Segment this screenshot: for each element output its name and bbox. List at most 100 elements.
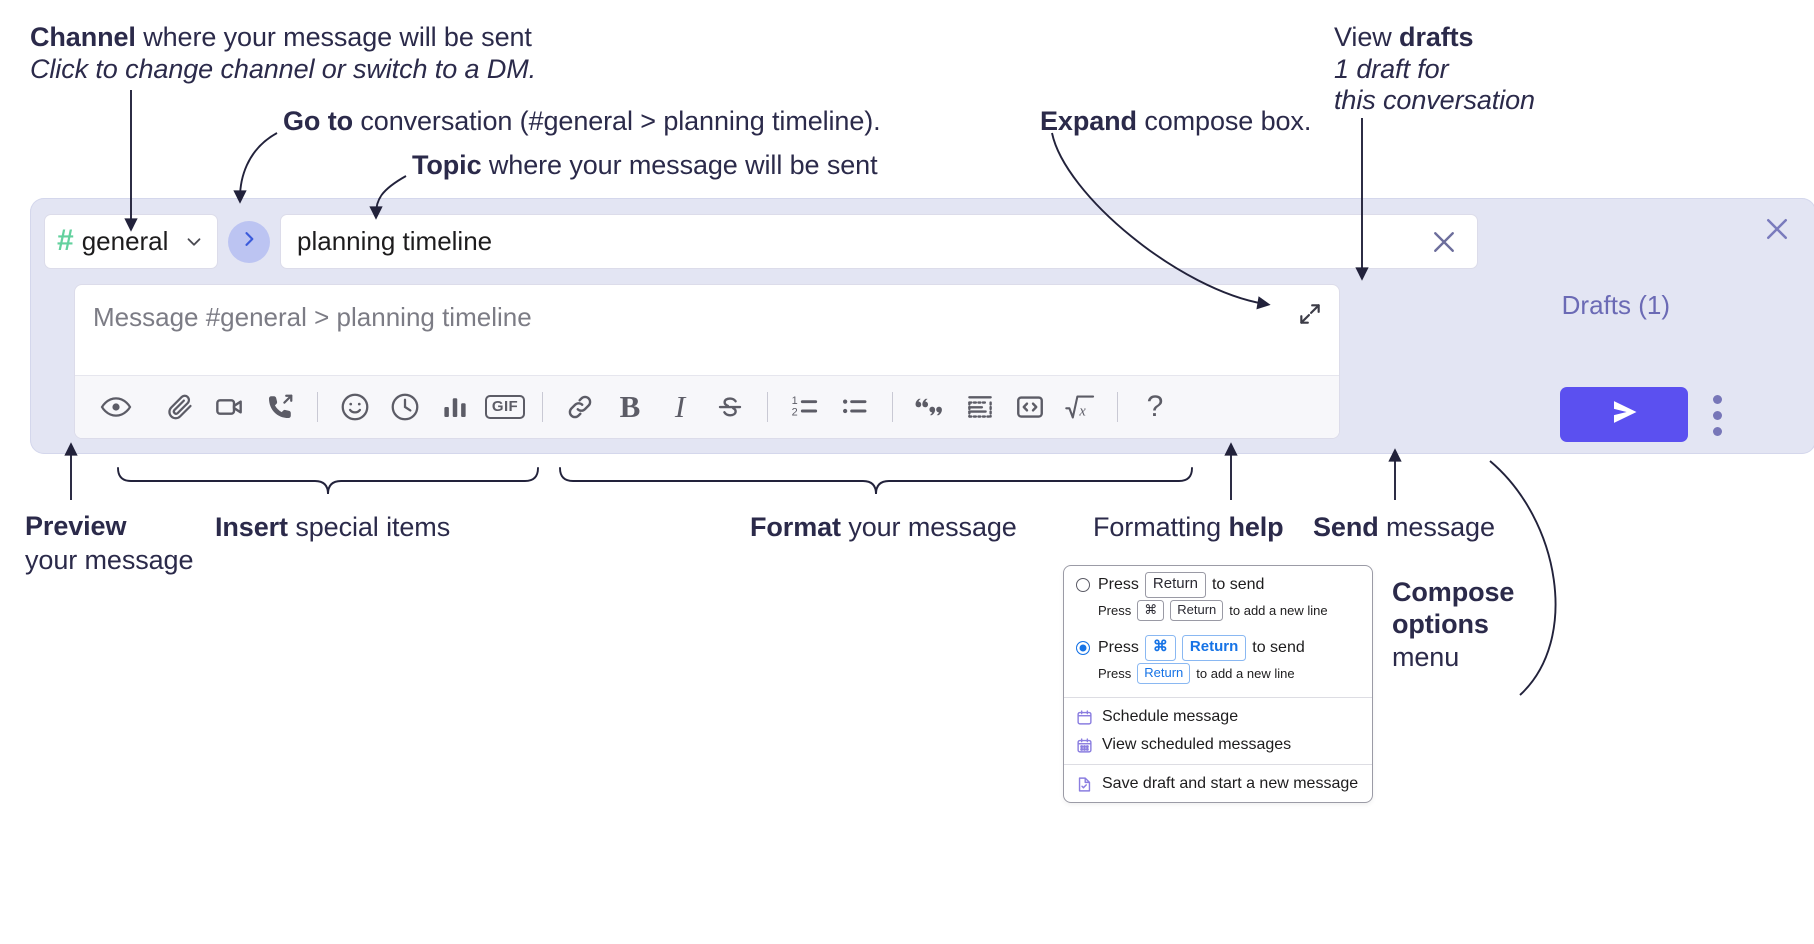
hash-icon: #	[57, 223, 74, 257]
chevron-right-icon	[239, 229, 259, 254]
close-icon[interactable]	[1760, 212, 1794, 246]
annotation-formatting-help: Formatting help	[1093, 512, 1284, 544]
ordered-list-icon[interactable]: 1 2	[780, 385, 830, 429]
annotation-goto-bold: Go to	[283, 106, 353, 136]
menu-item-label: View scheduled messages	[1102, 736, 1292, 753]
annotation-drafts: View drafts 1 draft for this conversatio…	[1334, 22, 1535, 117]
gif-label: GIF	[484, 395, 526, 419]
svg-text:2: 2	[792, 406, 798, 418]
compose-options-button[interactable]	[1702, 391, 1732, 439]
emoji-icon[interactable]	[330, 385, 380, 429]
option1-key-return: Return	[1144, 572, 1206, 598]
option1-sub-tail: to add a new line	[1229, 602, 1328, 618]
menu-divider	[1064, 764, 1372, 765]
channel-selector[interactable]: # general	[44, 214, 218, 269]
annotation-help-bold: help	[1228, 512, 1284, 542]
math-icon[interactable]: x	[1055, 385, 1105, 429]
option1-sub-press: Press	[1098, 602, 1132, 618]
option1-press: Press	[1098, 575, 1139, 593]
annotation-format-rest: your message	[840, 512, 1017, 542]
annotation-channel-rest: where your message will be sent	[135, 22, 532, 52]
svg-text:1: 1	[792, 395, 798, 407]
video-icon[interactable]	[205, 385, 255, 429]
option2-key-return: Return	[1181, 635, 1247, 661]
link-icon[interactable]	[555, 385, 605, 429]
annotation-goto-rest: conversation (#general > planning timeli…	[352, 106, 881, 136]
compose-header-row: # general planning timeline	[44, 214, 1478, 269]
topic-value: planning timeline	[297, 226, 493, 256]
option2-press: Press	[1098, 638, 1139, 656]
message-placeholder: Message #general > planning timeline	[93, 302, 532, 332]
topic-input[interactable]: planning timeline	[280, 214, 1478, 269]
toolbar-separator	[892, 392, 893, 422]
annotation-compose-options: Compose options menu	[1392, 576, 1514, 673]
go-to-conversation-button[interactable]	[228, 220, 270, 263]
annotation-compose-bold2: options	[1392, 609, 1489, 640]
toolbar-separator	[542, 392, 543, 422]
svg-text:x: x	[1078, 404, 1086, 420]
annotation-channel: Channel where your message will be sent …	[30, 22, 536, 85]
compose-options-menu: Press Return to send Press ⌘ Return to a…	[1063, 565, 1373, 803]
send-option-return-hint: Press ⌘ Return to add a new line	[1064, 599, 1372, 629]
toolbar-separator	[1117, 392, 1118, 422]
menu-item-view-scheduled-messages[interactable]: View scheduled messages	[1064, 731, 1372, 759]
clear-topic-icon[interactable]	[1427, 225, 1461, 259]
annotation-channel-italic: Click to change channel or switch to a D…	[30, 53, 537, 84]
annotation-topic-rest: where your message will be sent	[481, 150, 878, 180]
menu-item-save-draft[interactable]: Save draft and start a new message	[1064, 770, 1372, 802]
annotation-preview: Preview your message	[25, 510, 193, 578]
bold-icon[interactable]: B	[619, 389, 641, 424]
annotation-drafts-italic1: 1 draft for	[1334, 53, 1449, 84]
preview-icon[interactable]	[91, 385, 141, 429]
expand-icon[interactable]	[1293, 297, 1327, 331]
drafts-link[interactable]: Drafts (1)	[1561, 290, 1670, 320]
annotation-drafts-bold: drafts	[1399, 22, 1474, 52]
poll-icon[interactable]	[430, 385, 480, 429]
send-option-cmd-return-hint: Press Return to add a new line	[1064, 662, 1372, 692]
annotation-format: Format your message	[750, 512, 1017, 544]
calendar-icon	[1076, 709, 1093, 726]
bulleted-list-icon[interactable]	[830, 385, 880, 429]
option1-sub-key-cmd: ⌘	[1137, 599, 1165, 621]
annotation-compose-rest: menu	[1392, 641, 1460, 672]
radio-selected[interactable]	[1076, 640, 1090, 655]
option2-sub-press: Press	[1098, 665, 1132, 681]
blockquote-icon[interactable]	[905, 385, 955, 429]
annotation-help-pre: Formatting	[1093, 512, 1229, 542]
menu-item-label: Save draft and start a new message	[1102, 775, 1359, 792]
send-option-return[interactable]: Press Return to send	[1064, 566, 1372, 599]
annotation-topic-bold: Topic	[412, 150, 482, 180]
dot	[1712, 394, 1722, 404]
call-forward-icon[interactable]	[255, 385, 305, 429]
annotation-expand: Expand compose box.	[1040, 106, 1311, 138]
strikethrough-icon[interactable]	[705, 385, 755, 429]
menu-item-label: Schedule message	[1102, 708, 1239, 725]
attachment-icon[interactable]	[155, 385, 205, 429]
code-block-icon[interactable]	[955, 385, 1005, 429]
option2-tail: to send	[1252, 638, 1305, 656]
annotation-drafts-pre: View	[1334, 22, 1400, 52]
menu-divider	[1064, 697, 1372, 698]
send-option-cmd-return[interactable]: Press ⌘ Return to send	[1064, 629, 1372, 662]
option2-sub-key-return: Return	[1137, 662, 1191, 684]
annotation-preview-rest: your message	[25, 544, 194, 575]
annotation-insert-rest: special items	[287, 512, 451, 542]
annotation-insert-bold: Insert	[215, 512, 288, 542]
radio-unselected[interactable]	[1076, 577, 1090, 592]
send-button[interactable]	[1560, 387, 1688, 442]
formatting-toolbar: GIF B I 1 2	[75, 375, 1339, 438]
toolbar-separator	[317, 392, 318, 422]
gif-icon[interactable]: GIF	[480, 385, 530, 429]
annotation-insert: Insert special items	[215, 512, 450, 544]
menu-item-schedule-message[interactable]: Schedule message	[1064, 703, 1372, 731]
inline-code-icon[interactable]	[1005, 385, 1055, 429]
clock-icon[interactable]	[380, 385, 430, 429]
annotation-send-rest: message	[1378, 512, 1495, 542]
help-icon[interactable]: ?	[1146, 390, 1164, 423]
annotation-expand-rest: compose box.	[1136, 106, 1312, 136]
message-composer[interactable]: Message #general > planning timeline	[74, 284, 1340, 439]
italic-icon[interactable]: I	[674, 389, 686, 424]
calendar-grid-icon	[1076, 737, 1093, 754]
option2-key-cmd: ⌘	[1144, 635, 1176, 661]
